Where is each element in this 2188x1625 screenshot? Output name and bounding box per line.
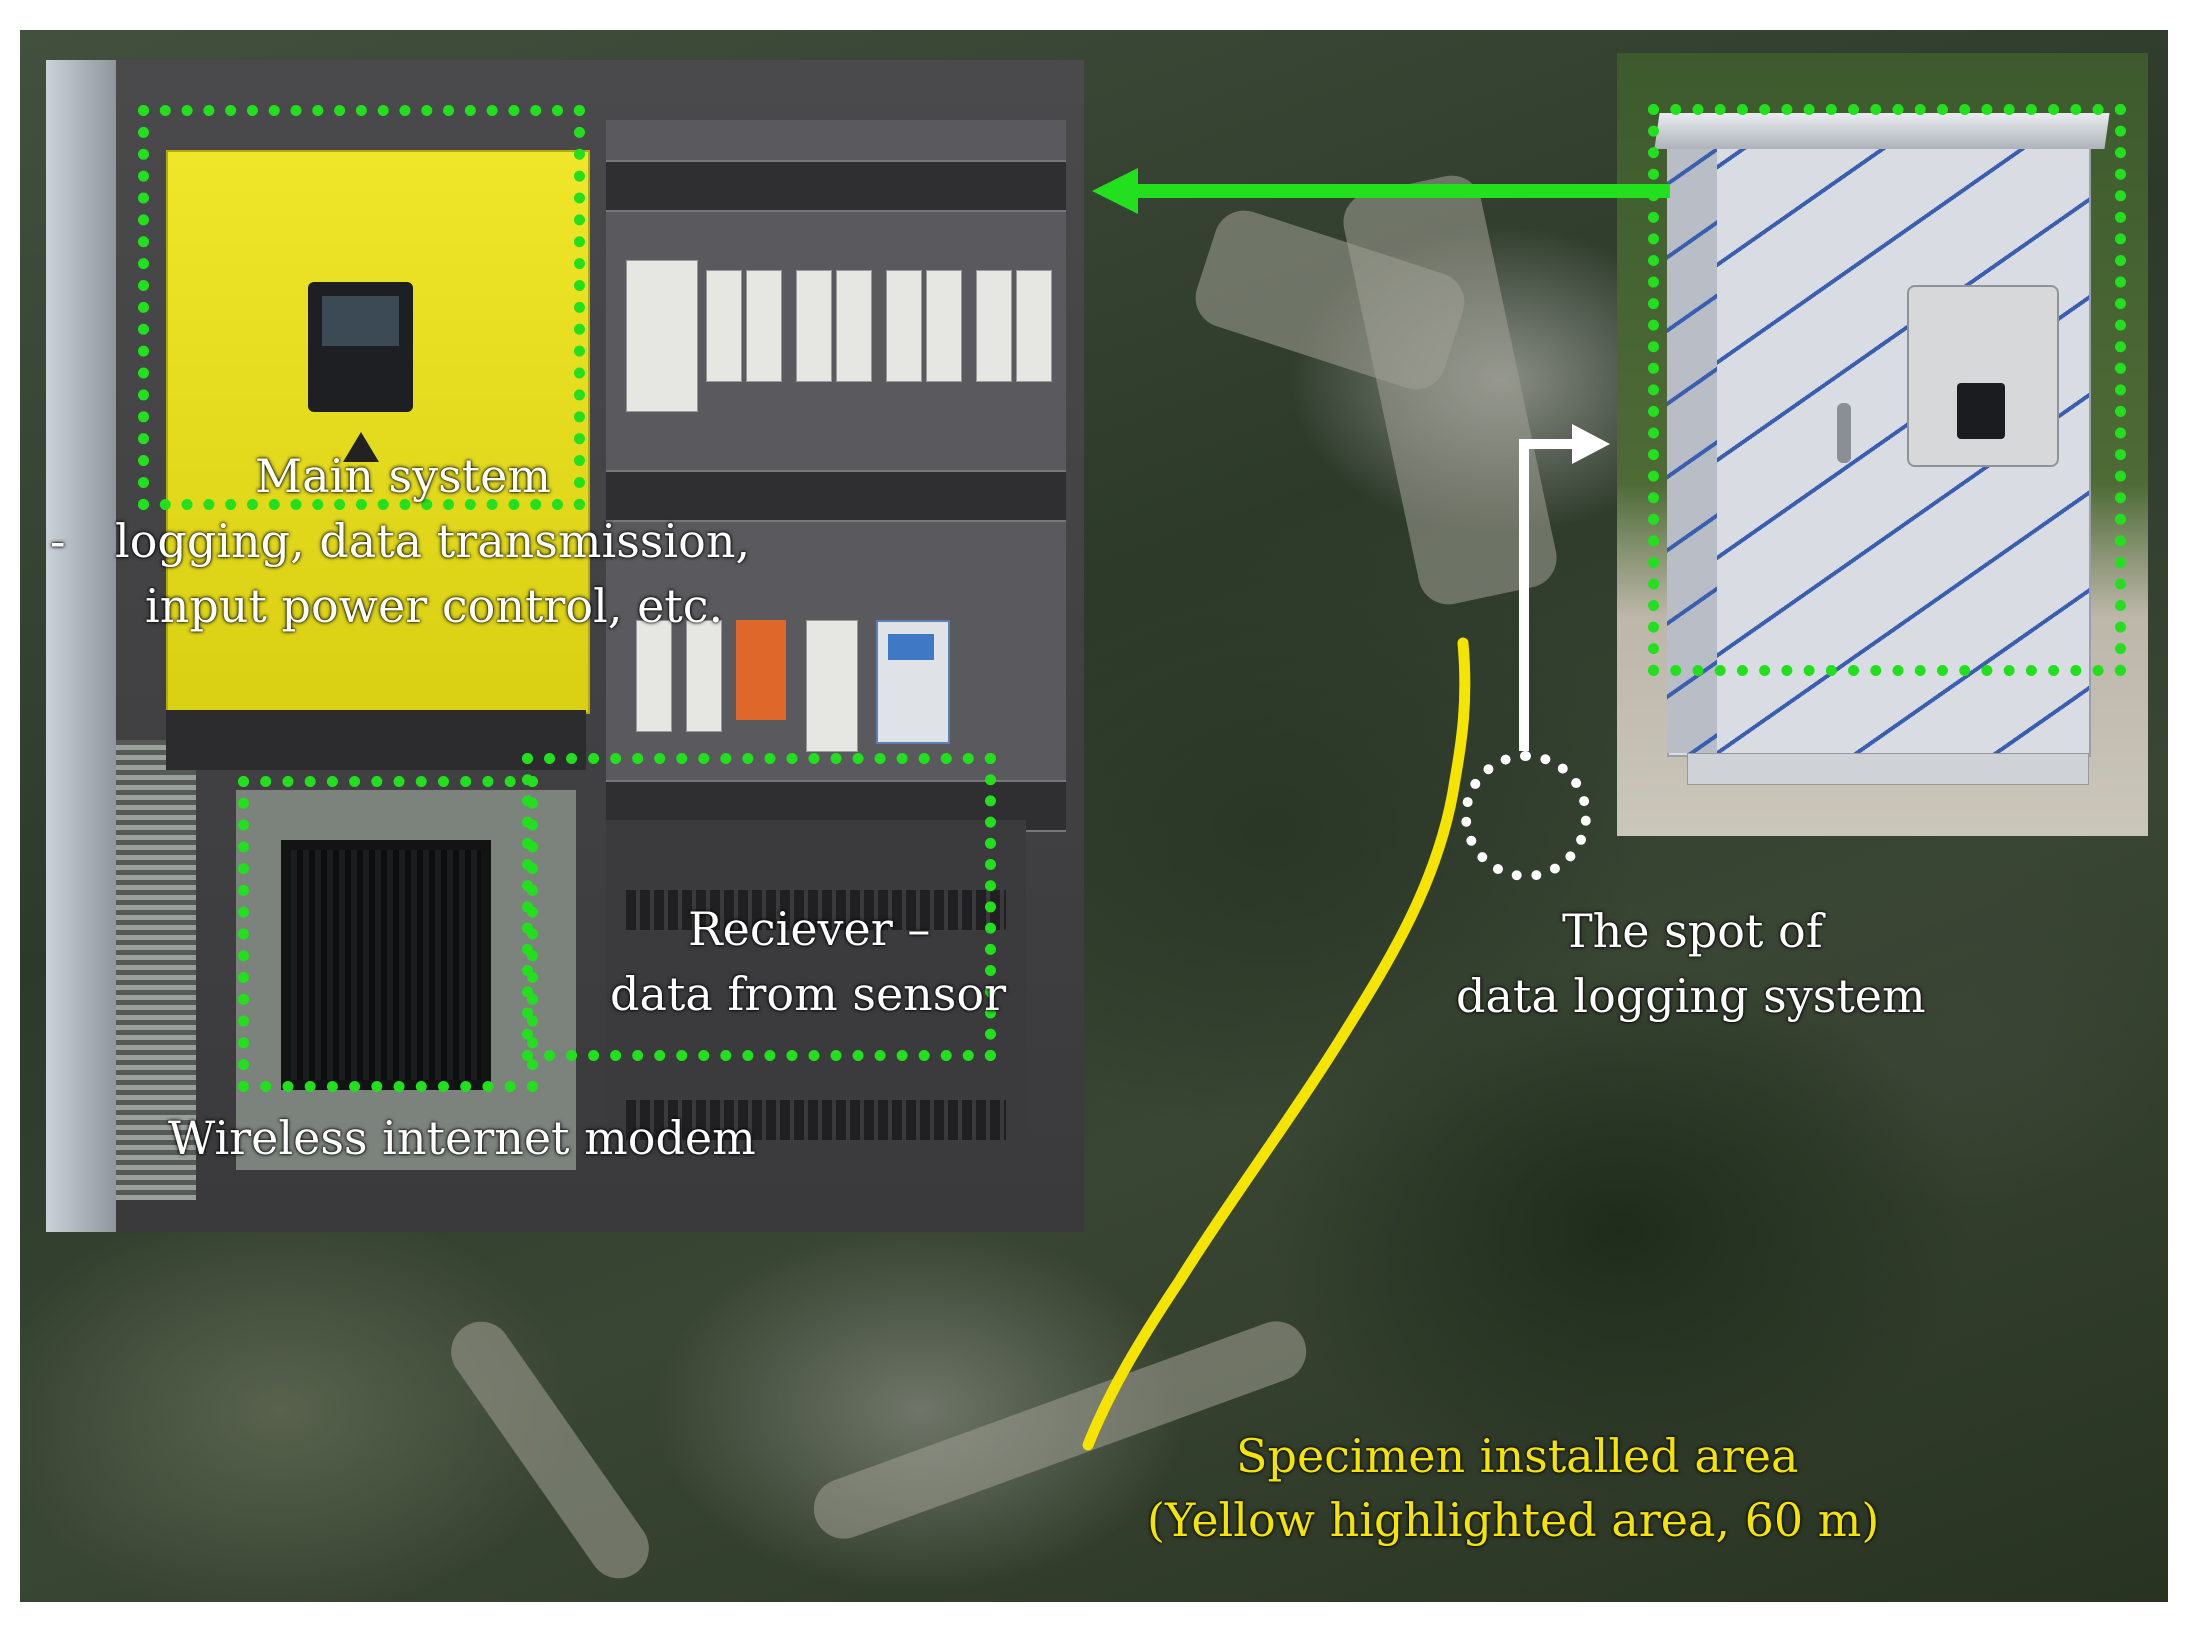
circuit-breaker: [746, 270, 782, 382]
inverter-display: [308, 282, 413, 412]
cabinet-door-edge: [46, 60, 116, 1232]
din-rail: [606, 160, 1066, 212]
modem-heat-fins: [291, 850, 481, 1080]
receiver-label-line1: Reciever –: [688, 902, 931, 956]
control-cabinet-photo: [46, 60, 1084, 1232]
circuit-breaker: [1016, 270, 1052, 382]
arrow-right-icon: [1572, 424, 1610, 464]
main-system-dash: -: [50, 514, 66, 568]
circuit-breaker: [926, 270, 962, 382]
spot-label-line1: The spot of: [1562, 904, 1823, 958]
terminal-block: [626, 1100, 1006, 1140]
specimen-label-line1: Specimen installed area: [1236, 1429, 1799, 1483]
meter-module: [876, 620, 950, 744]
outdoor-enclosure-photo: [1617, 53, 2148, 836]
main-system-desc-line1: logging, data transmission,: [115, 514, 751, 568]
circuit-breaker: [886, 270, 922, 382]
receiver-module: [606, 820, 1026, 1150]
circuit-breaker: [796, 270, 832, 382]
modem-label: Wireless internet modem: [168, 1111, 756, 1165]
heat-sink: [116, 740, 196, 1200]
enclosure-base: [1687, 753, 2089, 785]
enclosure-side: [1667, 133, 1717, 753]
receiver-highlight: [522, 753, 996, 1061]
circuit-breaker: [976, 270, 1012, 382]
dotted-circle-icon: [1461, 751, 1591, 881]
circuit-breaker: [626, 260, 698, 412]
surge-protector: [736, 620, 786, 720]
enclosure-slot: [1957, 383, 2005, 439]
circuit-breaker: [686, 620, 722, 732]
transfer-arrow-line: [1132, 184, 1670, 198]
power-supply: [806, 620, 858, 752]
circuit-breaker: [636, 620, 672, 732]
location-arrow-bar: [1519, 439, 1577, 449]
arrow-left-icon: [1092, 168, 1138, 214]
main-system-title: Main system: [255, 449, 552, 503]
location-arrow-stem: [1519, 443, 1529, 751]
receiver-label-line2: data from sensor: [610, 967, 1007, 1021]
spot-label-line2: data logging system: [1456, 969, 1926, 1023]
enclosure-highlight: [1648, 104, 2126, 676]
warning-triangle-icon: [343, 432, 379, 462]
circuit-breaker: [836, 270, 872, 382]
din-rail: [606, 470, 1066, 522]
main-system-highlight: [138, 105, 585, 510]
yellow-inverter-unit: [166, 150, 590, 714]
circuit-breaker: [706, 270, 742, 382]
specimen-label-line2: (Yellow highlighted area, 60 m): [1147, 1493, 1880, 1547]
inverter-base: [166, 710, 586, 770]
terminal-block: [626, 890, 1006, 930]
main-system-desc-line2: input power control, etc.: [145, 579, 724, 633]
door-handle: [1837, 403, 1851, 463]
